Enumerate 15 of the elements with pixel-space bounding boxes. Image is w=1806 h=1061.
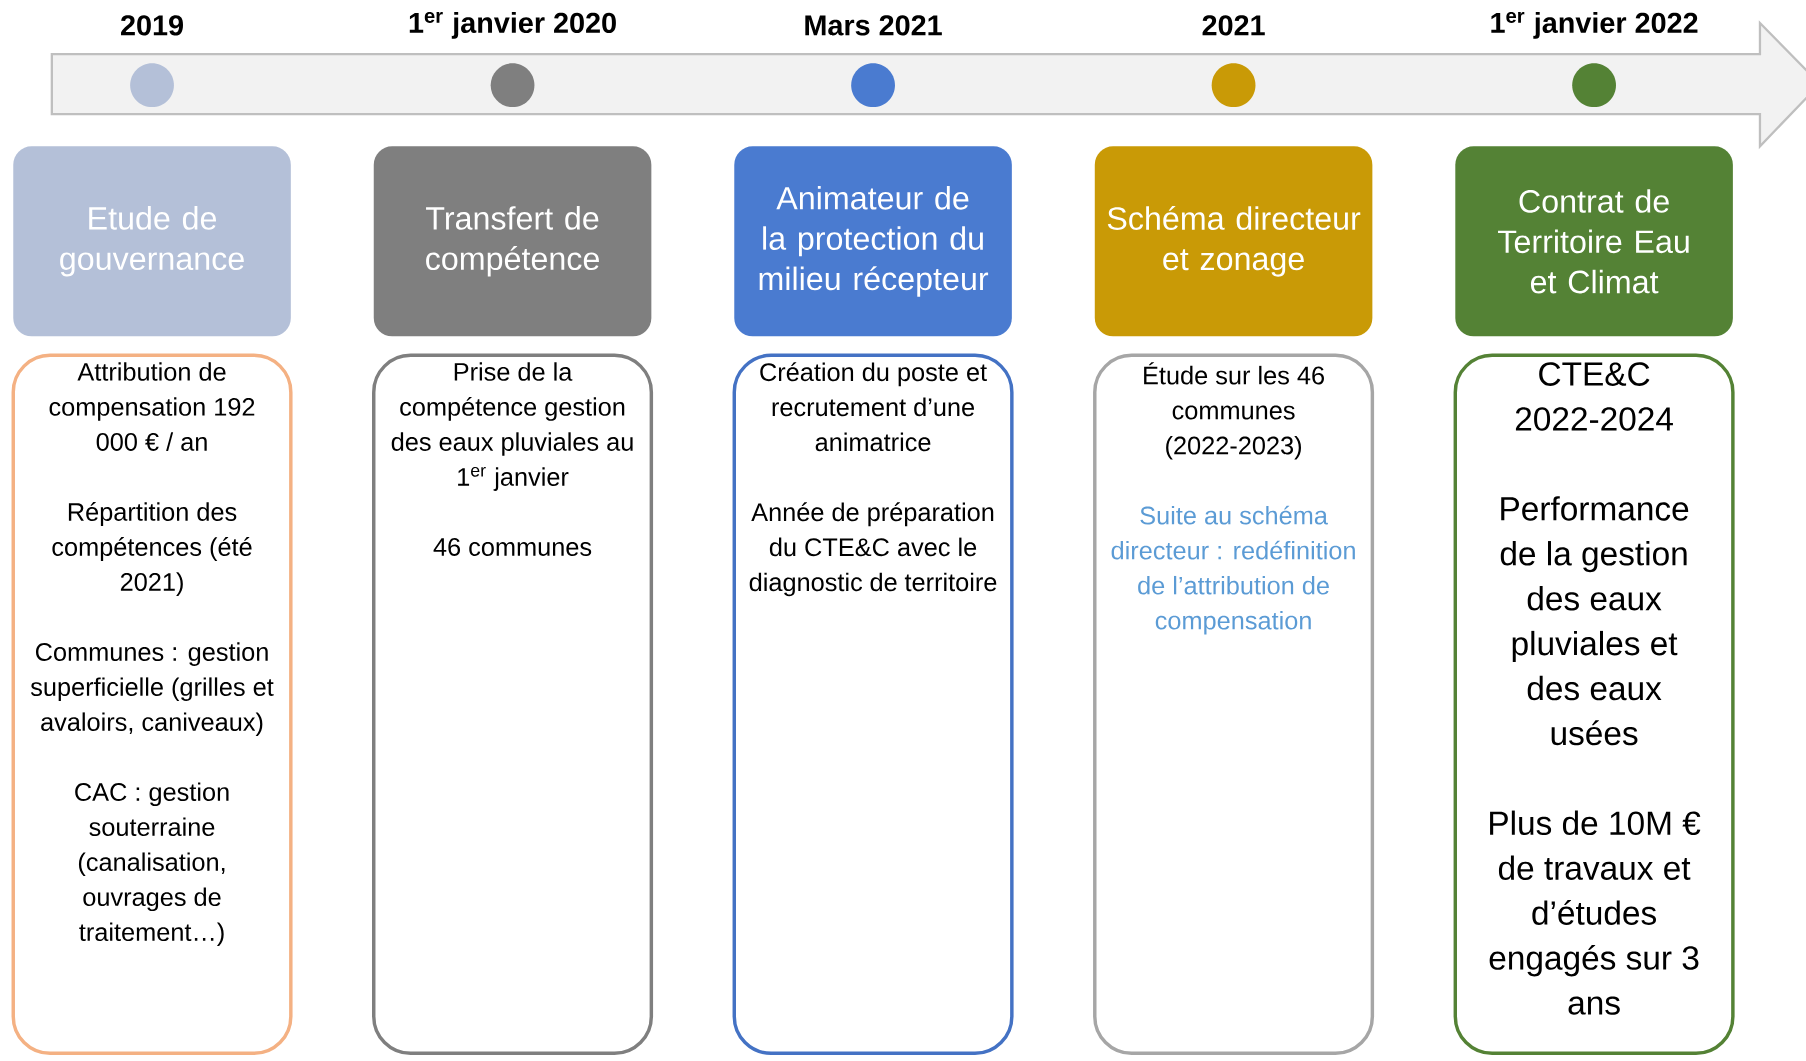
- date-label: 1$^{er}$ janvier 2022: [1491, 12, 1698, 39]
- text-card: CTE&C 2022-2024 Performance de la gestion des eaux pluviales et des eaux usées Plus de 10M € de travaux et d’études engagés sur 3 ans: [1453, 353, 1735, 1056]
- date-label: 1$^{er}$ janvier 2020: [409, 12, 616, 39]
- header-box: Contrat de Territoire Eau et Climat: [1455, 146, 1733, 337]
- header-box: Animateur de la protection du milieu récepteur: [734, 146, 1012, 337]
- text-card: Création du poste et recrutement d’une animatrice Année de préparation du CTE&C avec le diagnostic de territoire: [732, 353, 1014, 1056]
- text-card: Étude sur les 46 communes (2022-2023) Suite au schéma directeur : redéfinition de l’attribution de compensation: [1093, 353, 1375, 1056]
- header-box: Transfert de compétence: [373, 146, 652, 337]
- date-label: 2021: [1202, 15, 1265, 36]
- text-card: Prise de la compétence gestion des eaux pluviales au 1$^{er}$ janvier 46 communes: [372, 353, 654, 1056]
- text-card: Attribution de compensation 192 000 € / an Répartition des compétences (été 2021) Communes : gestion superficielle (grilles et avaloirs, caniveaux) CAC : gestion souterraine (canalisation, ouvrages de traitement…): [11, 353, 293, 1056]
- header-box: Etude de gouvernance: [13, 146, 291, 337]
- date-label: 2019: [121, 15, 183, 36]
- header-box: Schéma directeur et zonage: [1094, 146, 1373, 337]
- date-label: Mars 2021: [805, 15, 942, 36]
